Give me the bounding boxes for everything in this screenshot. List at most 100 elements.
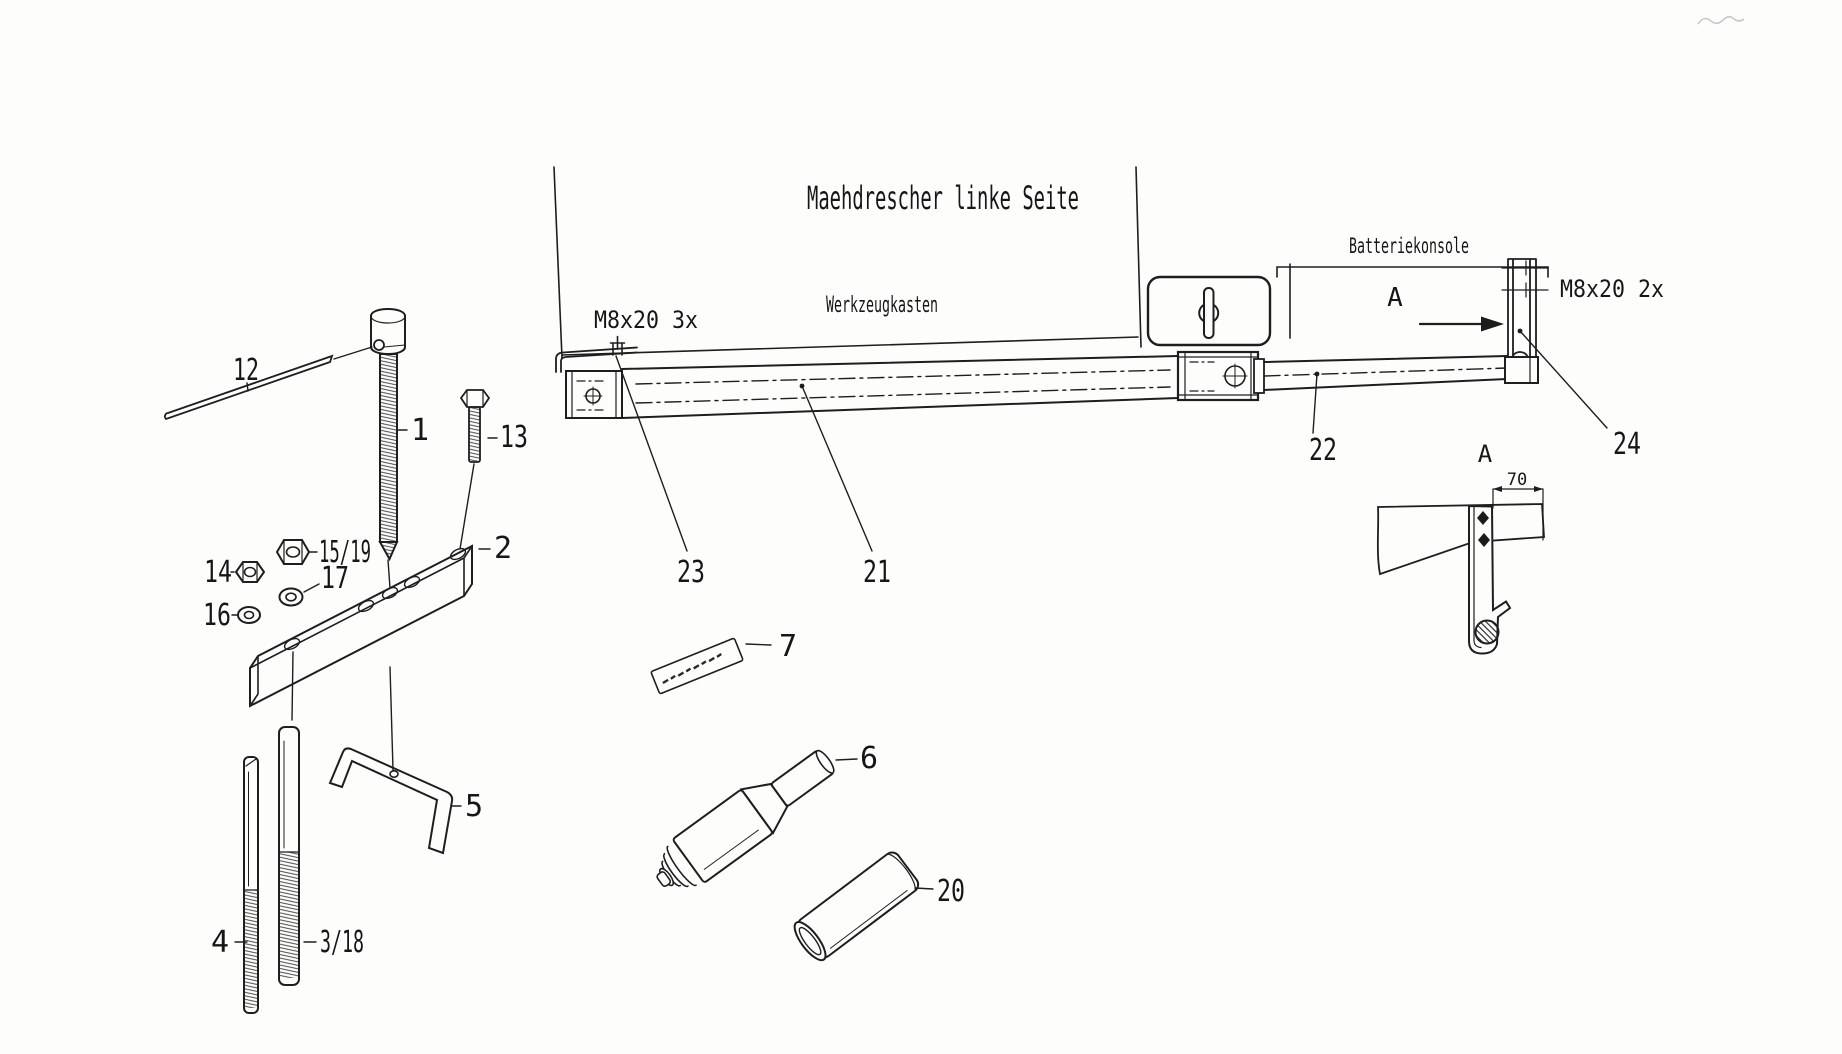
part-label-16: 16 bbox=[203, 598, 231, 633]
part-number-callouts: 12 1 13 15/19 14 17 16 2 5 4 3/18 7 6 20… bbox=[203, 353, 1641, 960]
nut-15-19-facets bbox=[283, 539, 303, 565]
sleeve-inner-wall bbox=[798, 926, 822, 956]
part-7-decal bbox=[650, 637, 744, 695]
battery-rod bbox=[1263, 355, 1508, 391]
bolt-threaded-shaft bbox=[379, 353, 398, 543]
battery-console-strap bbox=[1501, 258, 1549, 384]
detail-sheet bbox=[1376, 503, 1545, 576]
nut-15-19-hole bbox=[285, 546, 301, 558]
batteriekonsole-label: Batteriekonsole bbox=[1349, 234, 1469, 258]
part-label-20: 20 bbox=[937, 874, 965, 909]
block-hole bbox=[381, 586, 399, 600]
view-arrow: A bbox=[1387, 283, 1504, 332]
part-label-6: 6 bbox=[860, 741, 878, 776]
part-label-4: 4 bbox=[211, 925, 229, 960]
leader-block-to-rod318 bbox=[291, 651, 294, 721]
part-label-15-19: 15/19 bbox=[319, 535, 371, 570]
part-label-21: 21 bbox=[863, 555, 891, 590]
outline-right-edge bbox=[1135, 166, 1142, 348]
leader-lines bbox=[230, 328, 1608, 943]
sleeve-body-line bbox=[829, 889, 908, 949]
saddle-bracket-body bbox=[328, 747, 454, 855]
rod-edges bbox=[1263, 355, 1508, 391]
part-6-grease-gun bbox=[656, 749, 835, 888]
bolt-head-seam bbox=[383, 344, 406, 348]
leader-24-dot bbox=[1517, 328, 1523, 334]
leader-12-tick bbox=[246, 382, 249, 392]
leader-13-to-block bbox=[459, 463, 475, 550]
detail-diamond-hole bbox=[1477, 511, 1489, 525]
connector-collar bbox=[1253, 358, 1265, 394]
block-edges bbox=[249, 545, 473, 707]
leader-23 bbox=[615, 355, 688, 552]
nut-14-facets bbox=[242, 561, 258, 583]
part-label-3-18: 3/18 bbox=[320, 925, 364, 960]
strap-edges bbox=[1507, 258, 1537, 359]
part-3-18-threaded-rod bbox=[278, 726, 300, 986]
cap-nub bbox=[656, 871, 672, 887]
leader-6 bbox=[835, 758, 858, 761]
block-outline bbox=[249, 544, 473, 708]
grease-gun-body-line bbox=[703, 829, 759, 870]
saddle-bracket-hole bbox=[389, 769, 399, 778]
dim-arrow-left bbox=[1493, 486, 1502, 492]
block-holes bbox=[283, 547, 467, 651]
left-bracket-dashes bbox=[576, 380, 607, 411]
left-bracket-inner-lines bbox=[571, 370, 617, 419]
detail-strap bbox=[1468, 504, 1512, 655]
hex-bolt-head bbox=[459, 389, 491, 408]
view-arrow-label: A bbox=[1387, 283, 1403, 313]
bolt-icon-shaft bbox=[1203, 287, 1215, 339]
grease-gun-nozzle-end bbox=[815, 749, 835, 774]
detail-diamond-hole bbox=[1478, 533, 1490, 547]
leader-rod1-to-block bbox=[387, 559, 391, 589]
rod-3-18-threads bbox=[279, 852, 299, 978]
part-label-5: 5 bbox=[465, 789, 483, 824]
part-label-7: 7 bbox=[779, 629, 797, 664]
outline-panel-bottom-edge bbox=[561, 336, 1139, 356]
rod-4-threads bbox=[244, 890, 258, 1008]
toolbox-rail-assembly bbox=[555, 258, 1549, 419]
part-label-13: 13 bbox=[500, 420, 528, 455]
part-14-nut bbox=[234, 561, 266, 583]
rail-connector-block bbox=[1176, 350, 1265, 402]
view-arrow-head bbox=[1481, 316, 1504, 332]
batteriekonsole-bracket bbox=[1276, 266, 1549, 278]
werkzeugkasten-label: Werkzeugkasten bbox=[826, 293, 938, 318]
part-16-washer bbox=[237, 606, 261, 624]
part-13-hex-bolt bbox=[459, 389, 491, 463]
leader-24 bbox=[1519, 330, 1608, 429]
detail-dimension-value: 70 bbox=[1507, 470, 1527, 490]
connector-inner-lines bbox=[1177, 351, 1259, 401]
flange-stud-bolt bbox=[609, 335, 626, 356]
hex-bolt-facets bbox=[466, 389, 484, 408]
part-label-2: 2 bbox=[494, 531, 512, 566]
washer-17-rim bbox=[279, 598, 303, 606]
flange-profile bbox=[555, 346, 638, 373]
detail-rod-section bbox=[1474, 619, 1500, 645]
detail-view-label: A bbox=[1478, 440, 1493, 468]
part-label-24: 24 bbox=[1613, 427, 1641, 462]
bolt-spec-battery: M8x20 2x bbox=[1560, 275, 1664, 303]
part-12-tommy-bar bbox=[164, 354, 334, 421]
rod-end-cap bbox=[1504, 356, 1539, 384]
grease-gun-body bbox=[672, 789, 773, 883]
connector-body bbox=[1176, 350, 1260, 402]
decal-fine-print bbox=[662, 653, 722, 685]
block-hole bbox=[449, 547, 467, 561]
bolt-spec-toolbox: M8x20 3x bbox=[594, 306, 698, 334]
nut-14-hole bbox=[243, 566, 257, 578]
leader-7 bbox=[745, 643, 772, 646]
rail-left-bracket bbox=[565, 370, 623, 419]
bolt-head-top-rim bbox=[370, 315, 406, 324]
connector-crosshair bbox=[1222, 363, 1248, 389]
part-2-clamp-block bbox=[249, 544, 473, 708]
detail-strap-inner-line bbox=[1473, 505, 1482, 649]
scan-scribble bbox=[1697, 15, 1745, 25]
leader-12-to-head bbox=[333, 346, 373, 360]
leader-22-dot bbox=[1314, 371, 1320, 377]
left-bracket-crosshair bbox=[583, 386, 603, 406]
dim-arrow-right bbox=[1534, 486, 1543, 492]
